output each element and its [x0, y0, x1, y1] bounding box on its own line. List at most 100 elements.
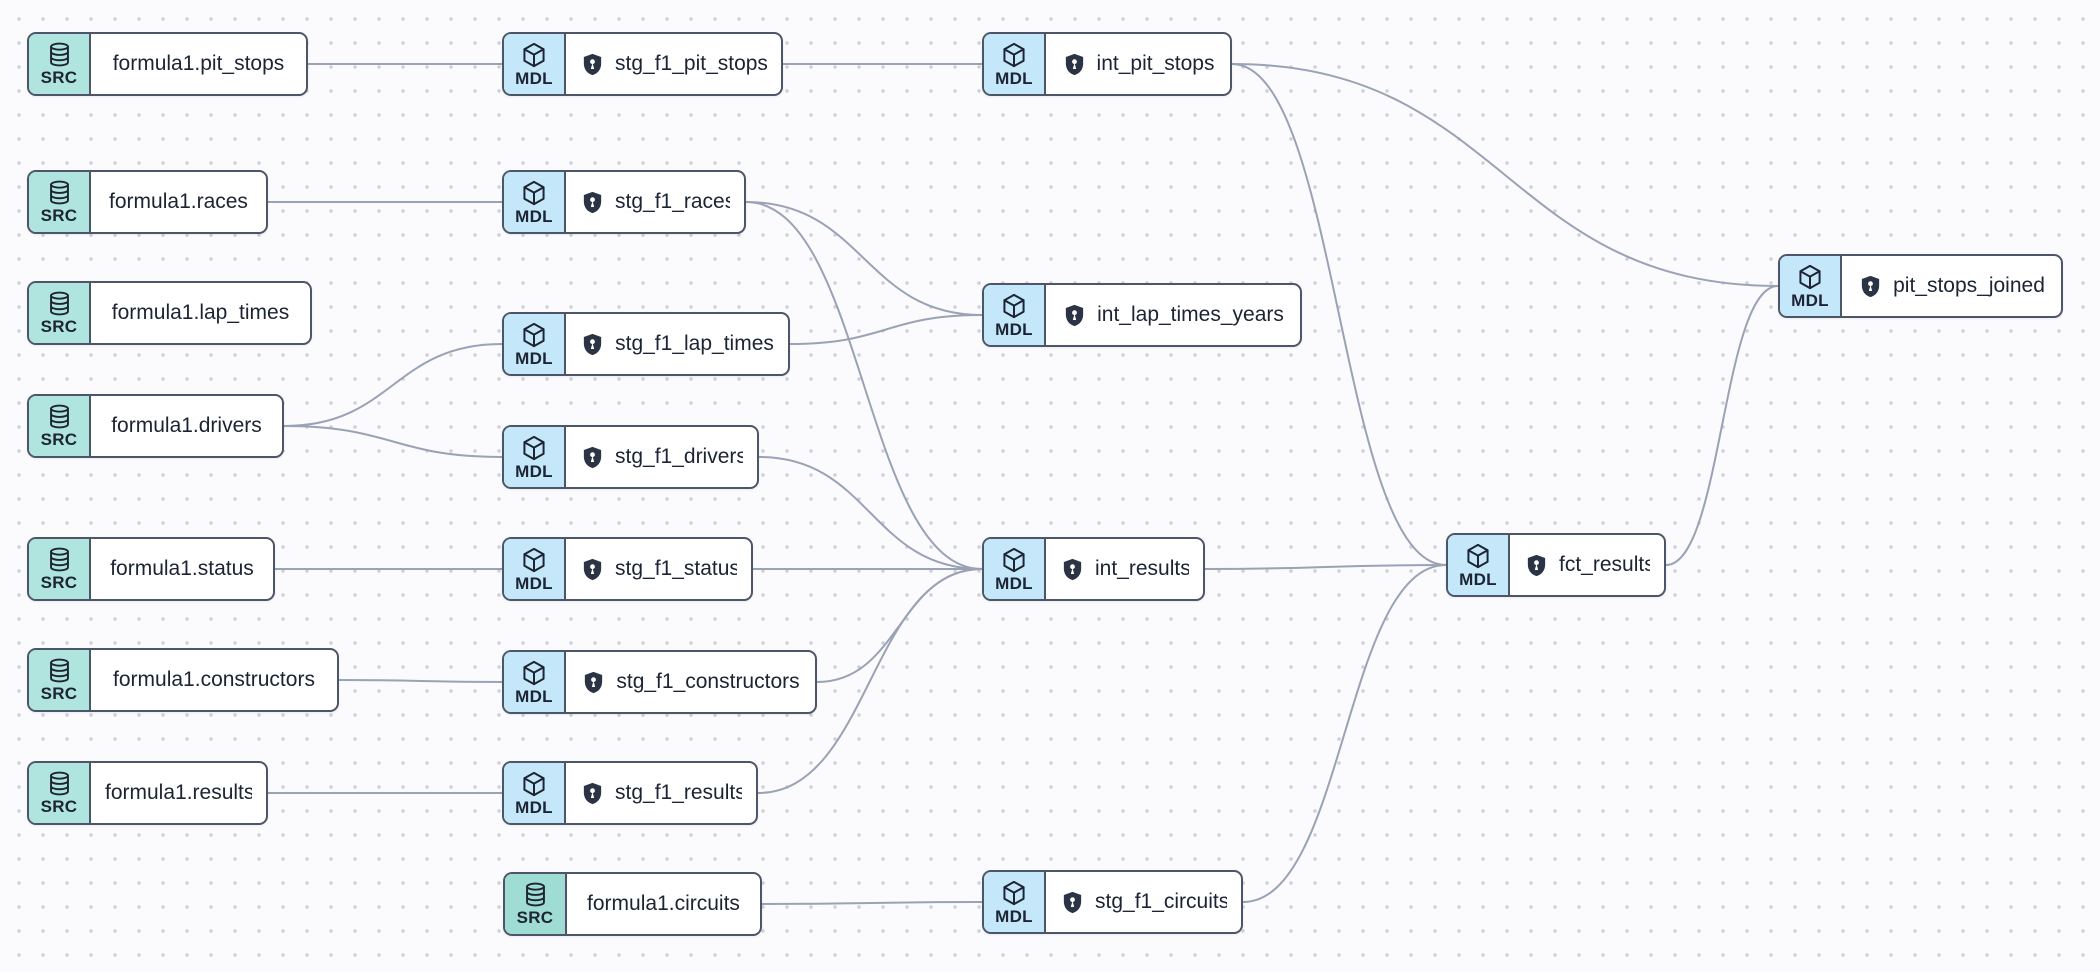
node-formula1-constructors[interactable]: SRC formula1.constructors	[27, 648, 339, 712]
node-stg-f1-results[interactable]: MDL stg_f1_results	[502, 761, 758, 825]
edge-stg-f1-races-to-int-lap-times-years	[745, 201, 983, 316]
badge-caption: SRC	[40, 206, 78, 225]
badge-caption: MDL	[995, 906, 1033, 926]
badge-caption: MDL	[995, 68, 1033, 88]
node-label: int_lap_times_years	[1097, 303, 1284, 326]
model-type-badge: MDL	[504, 427, 566, 487]
database-icon	[49, 180, 69, 205]
node-body: stg_f1_lap_times	[566, 314, 788, 374]
node-label: stg_f1_results	[615, 781, 742, 804]
badge-caption: MDL	[515, 348, 553, 368]
model-type-badge: MDL	[504, 539, 566, 599]
cube-icon	[1003, 293, 1025, 318]
node-int-results[interactable]: MDL int_results	[982, 537, 1205, 601]
node-int-pit-stops[interactable]: MDL int_pit_stops	[982, 32, 1232, 96]
node-label: pit_stops_joined	[1893, 274, 2045, 297]
node-label: formula1.drivers	[111, 414, 262, 437]
cube-icon	[1003, 547, 1025, 572]
shield-icon	[583, 446, 602, 468]
node-body: pit_stops_joined	[1842, 256, 2061, 316]
edge-stg-f1-results-to-int-results	[757, 568, 983, 794]
node-stg-f1-lap-times[interactable]: MDL stg_f1_lap_times	[502, 312, 790, 376]
badge-caption: SRC	[40, 317, 78, 336]
edge-int-pit-stops-to-pit-stops-joined	[1231, 63, 1779, 287]
node-stg-f1-circuits[interactable]: MDL stg_f1_circuits	[982, 870, 1243, 934]
database-icon	[49, 42, 69, 67]
cube-icon	[523, 660, 545, 685]
badge-caption: MDL	[515, 573, 553, 593]
node-stg-f1-races[interactable]: MDL stg_f1_races	[502, 170, 746, 234]
badge-caption: SRC	[516, 908, 554, 927]
badge-caption: SRC	[40, 430, 78, 449]
shield-icon	[1065, 304, 1084, 326]
node-formula1-races[interactable]: SRC formula1.races	[27, 170, 268, 234]
model-type-badge: MDL	[984, 34, 1046, 94]
badge-caption: MDL	[515, 686, 553, 706]
node-stg-f1-pit-stops[interactable]: MDL stg_f1_pit_stops	[502, 32, 783, 96]
node-label: formula1.pit_stops	[112, 52, 285, 75]
node-body: formula1.pit_stops	[91, 34, 306, 94]
node-stg-f1-constructors[interactable]: MDL stg_f1_constructors	[502, 650, 817, 714]
cube-icon	[523, 42, 545, 67]
source-type-badge: SRC	[29, 396, 91, 456]
node-label: formula1.results	[105, 781, 252, 804]
node-body: formula1.constructors	[91, 650, 337, 710]
node-formula1-drivers[interactable]: SRC formula1.drivers	[27, 394, 284, 458]
node-body: formula1.status	[91, 539, 273, 599]
edge-formula1-constructors-to-stg-f1-constructors	[338, 679, 503, 683]
model-type-badge: MDL	[984, 872, 1046, 932]
source-type-badge: SRC	[29, 650, 91, 710]
node-stg-f1-status[interactable]: MDL stg_f1_status	[502, 537, 753, 601]
node-body: formula1.results	[91, 763, 266, 823]
node-label: stg_f1_constructors	[616, 670, 800, 693]
node-label: fct_results	[1559, 553, 1650, 576]
database-icon	[49, 291, 69, 316]
badge-caption: MDL	[515, 68, 553, 88]
node-label: stg_f1_lap_times	[615, 332, 774, 355]
node-body: stg_f1_constructors	[566, 652, 815, 712]
node-label: stg_f1_pit_stops	[615, 52, 767, 75]
node-formula1-circuits[interactable]: SRC formula1.circuits	[503, 872, 762, 936]
source-type-badge: SRC	[29, 34, 91, 94]
node-pit-stops-joined[interactable]: MDL pit_stops_joined	[1778, 254, 2063, 318]
model-type-badge: MDL	[984, 539, 1046, 599]
node-body: stg_f1_status	[566, 539, 751, 599]
cube-icon	[523, 771, 545, 796]
node-formula1-results[interactable]: SRC formula1.results	[27, 761, 268, 825]
cube-icon	[523, 180, 545, 205]
source-type-badge: SRC	[505, 874, 567, 934]
node-formula1-pit-stops[interactable]: SRC formula1.pit_stops	[27, 32, 308, 96]
badge-caption: MDL	[995, 573, 1033, 593]
badge-caption: MDL	[995, 319, 1033, 339]
source-type-badge: SRC	[29, 283, 91, 343]
database-icon	[49, 658, 69, 683]
badge-caption: SRC	[40, 797, 78, 816]
node-body: int_results	[1046, 539, 1203, 599]
node-label: formula1.races	[109, 190, 248, 213]
node-body: stg_f1_races	[566, 172, 744, 232]
node-body: int_pit_stops	[1046, 34, 1230, 94]
badge-caption: MDL	[515, 206, 553, 226]
model-type-badge: MDL	[1780, 256, 1842, 316]
cube-icon	[523, 435, 545, 460]
model-type-badge: MDL	[504, 763, 566, 823]
cube-icon	[1799, 264, 1821, 289]
node-int-lap-times-years[interactable]: MDL int_lap_times_years	[982, 283, 1302, 347]
database-icon	[49, 771, 69, 796]
shield-icon	[1065, 53, 1083, 75]
node-body: stg_f1_drivers	[566, 427, 757, 487]
edge-stg-f1-circuits-to-fct-results	[1242, 564, 1447, 903]
edge-stg-f1-lap-times-to-int-lap-times-years	[789, 314, 983, 345]
model-type-badge: MDL	[504, 652, 566, 712]
node-body: fct_results	[1510, 535, 1664, 595]
node-body: formula1.circuits	[567, 874, 760, 934]
cube-icon	[1003, 880, 1025, 905]
node-body: stg_f1_circuits	[1046, 872, 1241, 932]
badge-caption: SRC	[40, 684, 78, 703]
shield-icon	[1063, 558, 1082, 580]
